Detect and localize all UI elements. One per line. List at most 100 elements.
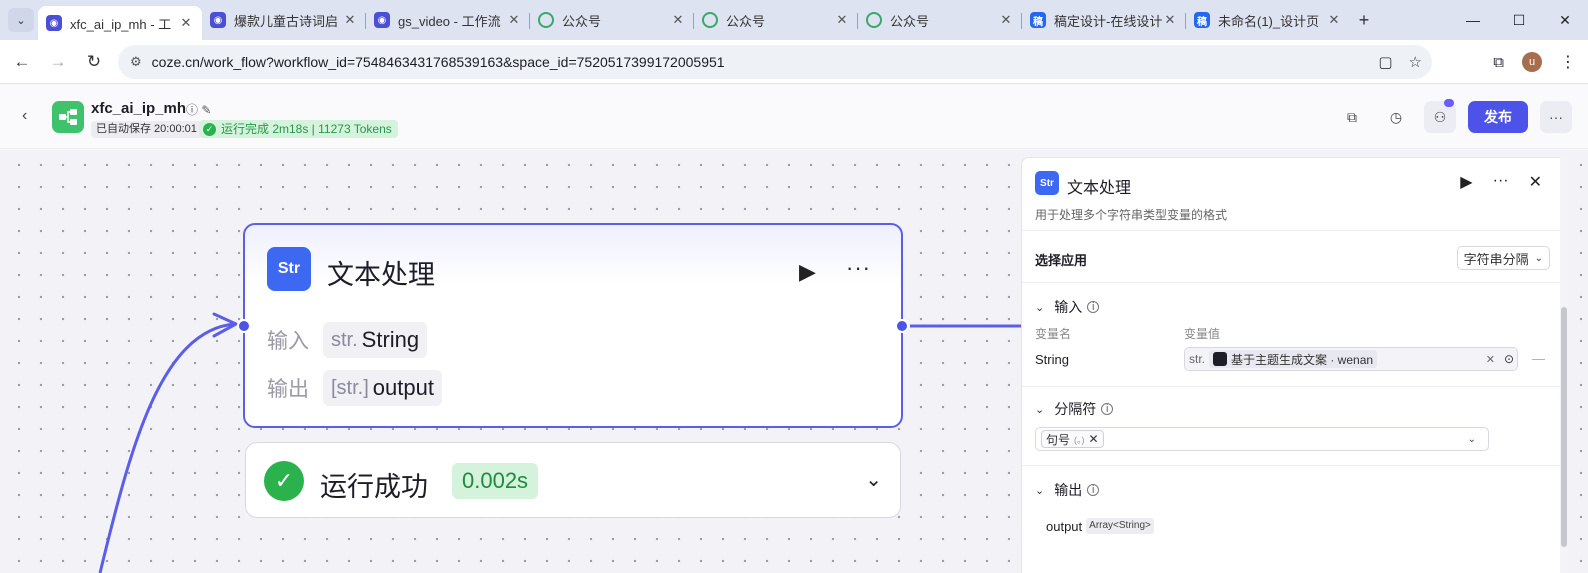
chevron-down-icon: ⌄ xyxy=(1035,484,1045,497)
close-icon[interactable]: ✕ xyxy=(672,12,684,27)
chevron-down-icon[interactable]: ⌄ xyxy=(865,469,882,491)
divider xyxy=(1022,230,1560,231)
target-icon[interactable]: ⊙ xyxy=(1503,352,1514,366)
browser-tab[interactable]: 公众号 ✕ xyxy=(530,6,694,34)
close-icon[interactable]: ✕ xyxy=(180,15,192,30)
separator-select[interactable]: 句号 (。) ✕ ⌄ xyxy=(1035,427,1489,451)
back-icon[interactable]: ← xyxy=(13,51,31,71)
site-info-icon[interactable]: ⚙ xyxy=(130,54,142,69)
input-handle[interactable] xyxy=(237,319,251,333)
coze-icon: ◉ xyxy=(210,12,226,28)
tab-search-button[interactable]: ⌄ xyxy=(8,8,34,32)
url-omnibox[interactable]: ⚙ coze.cn/work_flow?workflow_id=75484634… xyxy=(118,45,1432,79)
output-variable-row: output Array<String> xyxy=(1046,518,1154,534)
close-icon[interactable]: ✕ xyxy=(836,12,848,27)
openai-icon xyxy=(538,12,554,28)
info-icon[interactable]: i xyxy=(1087,484,1100,496)
output-section-header[interactable]: ⌄ 输出 i xyxy=(1035,480,1100,500)
browser-tab[interactable]: 公众号 ✕ xyxy=(694,6,858,34)
workflow-header: ‹ xfc_ai_ip_mh ⓘ ✎ 已自动保存 20:00:01 ✓ 运行完成… xyxy=(0,85,1588,149)
input-section-header[interactable]: ⌄ 输入 i xyxy=(1035,297,1100,317)
chevron-down-icon: ⌄ xyxy=(1035,403,1045,416)
play-icon[interactable]: ▶ xyxy=(1460,174,1473,191)
more-icon[interactable]: ··· xyxy=(846,255,871,280)
minimize-icon[interactable]: — xyxy=(1466,12,1480,28)
browser-tab[interactable]: 稿 未命名(1)_设计页 ✕ xyxy=(1186,6,1350,34)
badge-dot xyxy=(1444,99,1454,107)
tab-title: xfc_ai_ip_mh - 工 xyxy=(70,16,172,32)
profile-avatar[interactable]: u xyxy=(1522,52,1542,72)
panel-description: 用于处理多个字符串类型变量的格式 xyxy=(1035,208,1228,222)
output-type-badge: Array<String> xyxy=(1086,518,1154,534)
new-tab-button[interactable]: + xyxy=(1358,9,1370,30)
col-header-name: 变量名 xyxy=(1035,327,1072,341)
node-config-panel: Str 文本处理 ▶ ··· ✕ 用于处理多个字符串类型变量的格式 选择应用 字… xyxy=(1021,157,1560,573)
browser-tab[interactable]: ◉ 爆款儿童古诗词启 ✕ xyxy=(202,6,366,34)
extensions-icon[interactable]: ⧉ xyxy=(1493,53,1504,71)
node-title: 文本处理 xyxy=(327,260,435,290)
close-icon[interactable]: ✕ xyxy=(508,12,520,27)
back-chevron-icon[interactable]: ‹ xyxy=(22,107,28,124)
tab-title: 公众号 xyxy=(890,13,930,29)
more-icon[interactable]: ··· xyxy=(1492,172,1509,189)
browser-tab[interactable]: ◉ gs_video - 工作流 ✕ xyxy=(366,6,530,34)
variable-name: String xyxy=(1035,352,1069,367)
collaborators-icon[interactable]: ⚇ xyxy=(1424,99,1456,133)
variable-reference: 基于主题生成文案 · wenan xyxy=(1209,350,1378,368)
str-icon: Str xyxy=(267,247,311,291)
tab-separator xyxy=(1185,13,1186,29)
close-icon[interactable]: ✕ xyxy=(1000,12,1012,27)
divider xyxy=(1022,386,1560,387)
openai-icon xyxy=(866,12,882,28)
close-icon[interactable]: ✕ xyxy=(1528,174,1542,191)
variable-value-field[interactable]: str. 基于主题生成文案 · wenan ✕ ⊙ xyxy=(1184,347,1518,371)
app-select[interactable]: 字符串分隔 ⌄ xyxy=(1456,246,1550,270)
browser-tab[interactable]: 公众号 ✕ xyxy=(858,6,1022,34)
tab-separator xyxy=(529,13,530,29)
remove-variable-icon[interactable]: — xyxy=(1532,351,1545,366)
close-icon[interactable]: ✕ xyxy=(1164,12,1176,27)
star-icon[interactable]: ☆ xyxy=(1408,54,1422,71)
separator-tag-label: 句号 xyxy=(1046,432,1071,447)
edge-lines xyxy=(98,312,1022,573)
separator-section-header[interactable]: ⌄ 分隔符 i xyxy=(1035,399,1114,419)
output-handle[interactable] xyxy=(895,319,909,333)
run-result-card[interactable]: ✓ 运行成功 0.002s ⌄ xyxy=(245,442,901,518)
text-process-node[interactable]: Str 文本处理 ▶ ··· 输入 str. String 输出 [str.] … xyxy=(243,223,903,428)
url-text[interactable]: coze.cn/work_flow?workflow_id=7548463431… xyxy=(151,54,725,70)
play-icon[interactable]: ▶ xyxy=(799,259,816,284)
clipboard-icon[interactable]: ▢ xyxy=(1378,54,1393,71)
edit-icon[interactable]: ✎ xyxy=(201,103,212,117)
close-icon[interactable]: ✕ xyxy=(1328,12,1340,27)
copy-icon[interactable]: ⧉ xyxy=(1347,108,1357,125)
tab-title: gs_video - 工作流 xyxy=(398,13,501,29)
forward-icon[interactable]: → xyxy=(49,51,67,71)
maximize-icon[interactable]: ☐ xyxy=(1512,11,1526,28)
browser-tab[interactable]: ◉ xfc_ai_ip_mh - 工 ✕ xyxy=(38,6,202,40)
workflow-info-icons: ⓘ ✎ xyxy=(186,101,211,118)
input-label: 输入 xyxy=(267,330,309,353)
history-icon[interactable]: ◷ xyxy=(1389,108,1403,125)
separator-tag-sub: (。) xyxy=(1074,434,1085,445)
scrollbar-thumb[interactable] xyxy=(1561,307,1567,547)
close-window-icon[interactable]: ✕ xyxy=(1559,11,1571,28)
browser-tab[interactable]: 稿 稿定设计-在线设计 ✕ xyxy=(1022,6,1186,34)
browser-toolbar-right: ⧉ u ⋮ xyxy=(1493,40,1576,84)
type-str-icon: str. xyxy=(1189,352,1206,366)
output-chip: [str.] output xyxy=(323,370,442,406)
remove-tag-icon[interactable]: ✕ xyxy=(1088,432,1099,446)
reload-icon[interactable]: ↻ xyxy=(86,51,102,71)
info-icon[interactable]: i xyxy=(1101,403,1114,415)
browser-menu-icon[interactable]: ⋮ xyxy=(1560,54,1576,71)
clear-icon[interactable]: ✕ xyxy=(1485,353,1495,366)
header-actions: ⧉ ◷ ⚇ 发布 ··· xyxy=(1336,99,1572,133)
publish-button[interactable]: 发布 xyxy=(1468,101,1528,133)
autosave-badge: 已自动保存 20:00:01 xyxy=(91,121,202,138)
section-label: 输入 xyxy=(1054,299,1083,315)
panel-scrollbar[interactable] xyxy=(1560,157,1568,573)
info-icon[interactable]: i xyxy=(1087,301,1100,313)
close-icon[interactable]: ✕ xyxy=(344,12,356,27)
more-icon[interactable]: ··· xyxy=(1540,101,1572,133)
info-icon[interactable]: ⓘ xyxy=(186,103,199,117)
chevron-down-icon[interactable]: ⌄ xyxy=(1467,433,1476,445)
